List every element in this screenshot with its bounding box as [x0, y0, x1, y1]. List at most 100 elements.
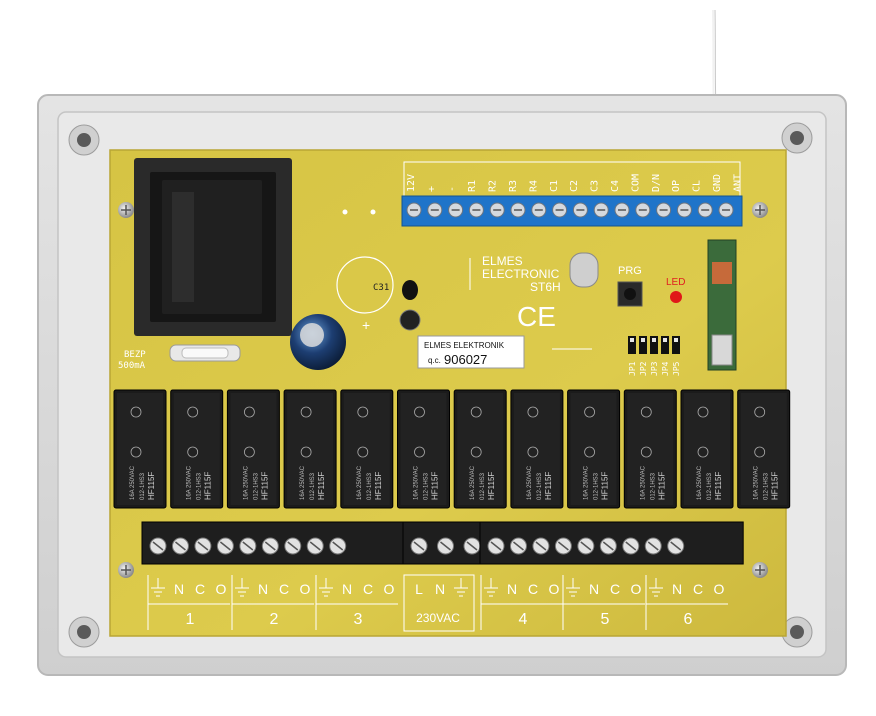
terminal-letter: O [300, 581, 311, 597]
terminal-letter: O [216, 581, 227, 597]
terminal-screw-slot [242, 541, 254, 551]
jumper-contact [674, 338, 678, 342]
terminal-screw-slot [174, 541, 186, 551]
capacitor-label: C31 [373, 283, 389, 293]
relay-rating-text: 16A 250VAC [300, 465, 306, 500]
top-terminal-label: COM [630, 174, 641, 192]
relay-cert-mark [697, 406, 709, 418]
terminal-letter: C [279, 581, 289, 597]
relay-cert-mark [640, 406, 652, 418]
jumper-label: JP5 [672, 361, 681, 376]
mains-label: 230VAC [416, 611, 460, 625]
jumper-pin[interactable] [639, 336, 647, 354]
terminal-letter: O [631, 581, 642, 597]
relay-rating-text: 16A 250VAC [357, 465, 363, 500]
relay-cert-mark [584, 406, 595, 418]
relay-code-text: 012-1HS3 [650, 472, 656, 500]
relay-rating-text: 16A 250VAC [243, 465, 249, 500]
top-terminal-label: R4 [528, 180, 539, 192]
terminal-letter: N [258, 581, 268, 597]
relay-model-text: HF115F [771, 472, 780, 500]
terminal-screw-slot [670, 541, 682, 551]
ce-mark: CE [517, 301, 556, 332]
jumper-contact [641, 338, 645, 342]
top-terminal-label: C2 [569, 180, 580, 192]
terminal-letter: C [363, 581, 373, 597]
jumper-label: JP1 [628, 361, 637, 376]
relay-code-text: 012-1HS3 [310, 472, 316, 500]
relay-code-text: 012-1HS3 [424, 472, 430, 500]
terminal-screw-slot [580, 541, 592, 551]
top-terminal-label: CL [692, 180, 703, 192]
terminal-screw-slot [219, 541, 231, 551]
relay-brand-mark [754, 446, 766, 458]
relay-rating-text: 16A 250VAC [414, 465, 420, 500]
terminal-screw-slot [264, 541, 276, 551]
relay-brand-mark [527, 446, 539, 458]
relay-model-text: HF115F [317, 472, 326, 500]
terminal-screw-slot [332, 541, 344, 551]
terminal-screw-slot [309, 541, 321, 551]
relay-code-text: 012-1HS3 [764, 472, 770, 500]
relay-rating-text: 16A 250VAC [754, 465, 760, 500]
terminal-screw-slot [197, 541, 209, 551]
channel-number: 4 [519, 611, 528, 628]
relay-model-text: HF115F [204, 472, 213, 500]
jumper-label: JP2 [639, 361, 648, 376]
top-terminal-label: C3 [590, 180, 601, 192]
top-terminal-label: R3 [508, 180, 519, 192]
jumper-pin[interactable] [650, 336, 658, 354]
relay-rating-text: 16A 250VAC [640, 465, 646, 500]
serial-sticker [417, 335, 525, 369]
fuse-label-2: 500mA [118, 361, 146, 371]
fuse [169, 344, 241, 362]
terminal-screw-slot [440, 541, 451, 551]
jumper-pin[interactable] [661, 336, 669, 354]
relay-code-text: 012-1HS3 [197, 472, 203, 500]
top-terminal-label: OP [671, 180, 682, 192]
relay-cert-mark [754, 406, 766, 418]
relay-model-text: HF115F [431, 472, 440, 500]
channel-number: 3 [354, 611, 363, 628]
jumper-pin[interactable] [672, 336, 680, 354]
model-label: ST6H [530, 280, 561, 294]
channel-number: 5 [601, 611, 610, 628]
top-terminal-label: - [447, 186, 458, 192]
mounting-posts [68, 122, 813, 648]
relay-model-text: HF115F [657, 472, 666, 500]
top-terminal-screws [406, 202, 734, 218]
terminal-screw-slot [625, 541, 637, 551]
terminal-letter: C [528, 581, 538, 597]
terminal-letter: N [589, 581, 599, 597]
top-terminal-label: 12V [406, 174, 417, 192]
relay-model-text: HF115F [374, 472, 383, 500]
terminal-letter: O [384, 581, 395, 597]
relay-code-text: 012-1HS3 [367, 472, 373, 500]
status-led [670, 291, 682, 303]
jumper-pin[interactable] [628, 336, 636, 354]
channel-number: 1 [186, 611, 195, 628]
plus-mark: + [362, 317, 370, 333]
terminal-screw-slot [152, 541, 164, 551]
mains-letter: L [415, 581, 423, 597]
screw-icons [118, 202, 768, 578]
relay-brand-mark [187, 446, 199, 458]
relay-cert-mark [414, 406, 425, 418]
jumper-contact [652, 338, 656, 342]
relay-cert-mark [300, 406, 312, 418]
via [370, 209, 376, 215]
relay-cert-mark [357, 406, 369, 418]
relay-cert-mark [187, 406, 199, 418]
relay-code-text: 012-1HS3 [480, 472, 486, 500]
relay-code-text: 012-1HS3 [537, 472, 543, 500]
terminal-letter: C [693, 581, 703, 597]
relay-cert-mark [527, 406, 539, 418]
